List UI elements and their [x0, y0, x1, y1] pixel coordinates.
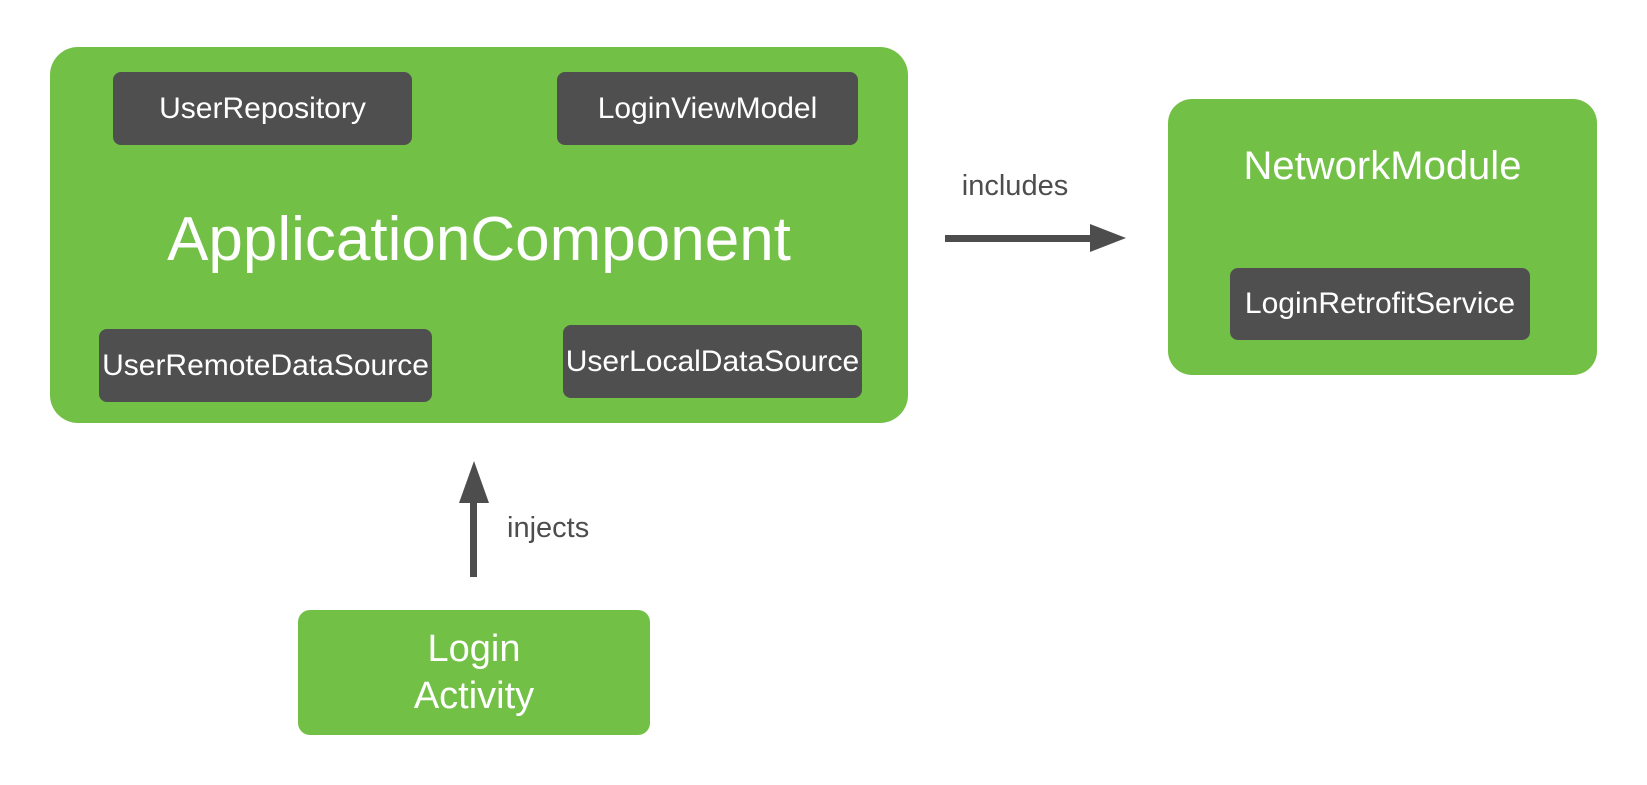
user-local-data-source-chip: UserLocalDataSource: [563, 325, 862, 398]
user-repository-chip: UserRepository: [113, 72, 412, 145]
user-local-data-source-label: UserLocalDataSource: [565, 344, 860, 378]
up-arrow-icon: [459, 461, 489, 503]
includes-edge-label: includes: [961, 170, 1069, 202]
login-view-model-label: LoginViewModel: [597, 91, 818, 125]
user-remote-data-source-label: UserRemoteDataSource: [102, 348, 429, 382]
right-arrow-icon: [1090, 224, 1126, 252]
application-component-title: ApplicationComponent: [167, 205, 791, 274]
injects-edge-label: injects: [507, 512, 590, 544]
network-module-box: NetworkModule LoginRetrofitService: [1168, 99, 1597, 375]
login-activity-label-line2: Activity: [413, 674, 535, 717]
user-remote-data-source-chip: UserRemoteDataSource: [99, 329, 432, 402]
login-retrofit-service-label: LoginRetrofitService: [1244, 287, 1516, 320]
application-component-box: UserRepository LoginViewModel Applicatio…: [50, 47, 908, 423]
login-retrofit-service-chip: LoginRetrofitService: [1230, 268, 1530, 340]
network-module-title: NetworkModule: [1243, 144, 1522, 188]
login-activity-label-line1: Login: [427, 627, 521, 670]
right-arrow-shaft: [945, 235, 1091, 242]
login-view-model-chip: LoginViewModel: [557, 72, 858, 145]
login-activity-box: Login Activity: [298, 610, 650, 735]
up-arrow-shaft: [470, 499, 477, 577]
user-repository-label: UserRepository: [159, 91, 366, 125]
